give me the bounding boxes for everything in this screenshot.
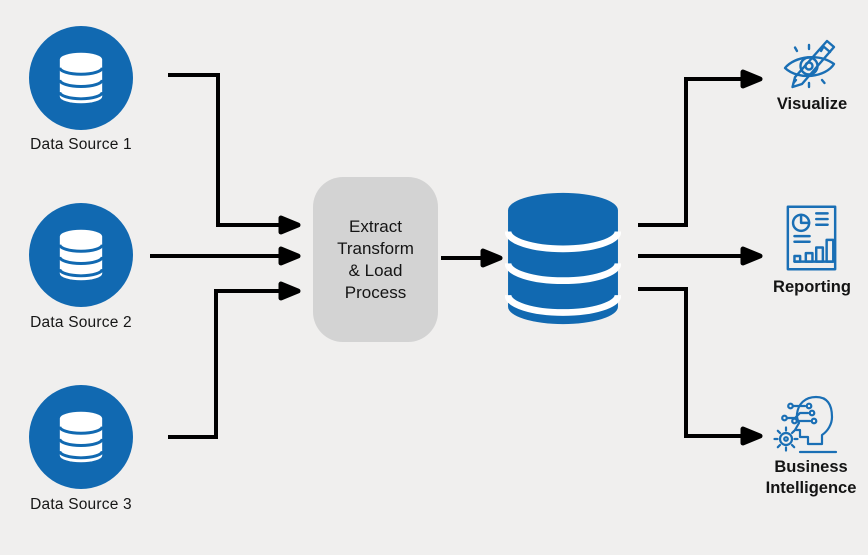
etl-process-box: Extract Transform & Load Process (313, 177, 438, 342)
business-intelligence-label-line: Intelligence (765, 479, 857, 497)
etl-process-text-line: Transform (337, 238, 414, 258)
visualize-label: Visualize (776, 95, 848, 113)
database-icon (58, 52, 104, 104)
reporting-label: Reporting (773, 278, 851, 296)
data-source-1-node (29, 26, 133, 130)
etl-process-text-line: Process (344, 282, 407, 302)
data-source-3-circle (29, 385, 133, 489)
reporting-node (785, 203, 838, 278)
business-intelligence-label-line: Business (774, 458, 848, 476)
data-source-3-node (29, 385, 133, 489)
database-icon (58, 229, 104, 281)
database-icon (58, 411, 104, 463)
data-warehouse-node (504, 191, 622, 331)
connector-warehouse-to-bi (638, 287, 763, 446)
business-intelligence-node (772, 393, 848, 460)
data-source-2-label: Data Source 2 (30, 314, 132, 331)
data-source-2-node (29, 203, 133, 307)
data-source-2-circle (29, 203, 133, 307)
connector-warehouse-to-visualize (638, 69, 763, 227)
etl-process-text-line: & Load (348, 260, 403, 280)
visualize-node (779, 35, 843, 100)
business-intelligence-label: Business Intelligence (738, 457, 868, 499)
data-source-3-label: Data Source 3 (30, 496, 132, 513)
ai-head-circuit-icon (773, 395, 838, 454)
connector-source1-to-etl (168, 73, 301, 235)
database-cylinder-icon (504, 192, 622, 325)
connector-source3-to-etl (168, 281, 301, 439)
report-chart-document-icon (786, 205, 837, 271)
data-source-1-circle (29, 26, 133, 130)
eye-pencil-icon (783, 39, 836, 89)
data-source-1-label: Data Source 1 (30, 136, 132, 153)
etl-process-text-line: Extract (349, 216, 402, 236)
